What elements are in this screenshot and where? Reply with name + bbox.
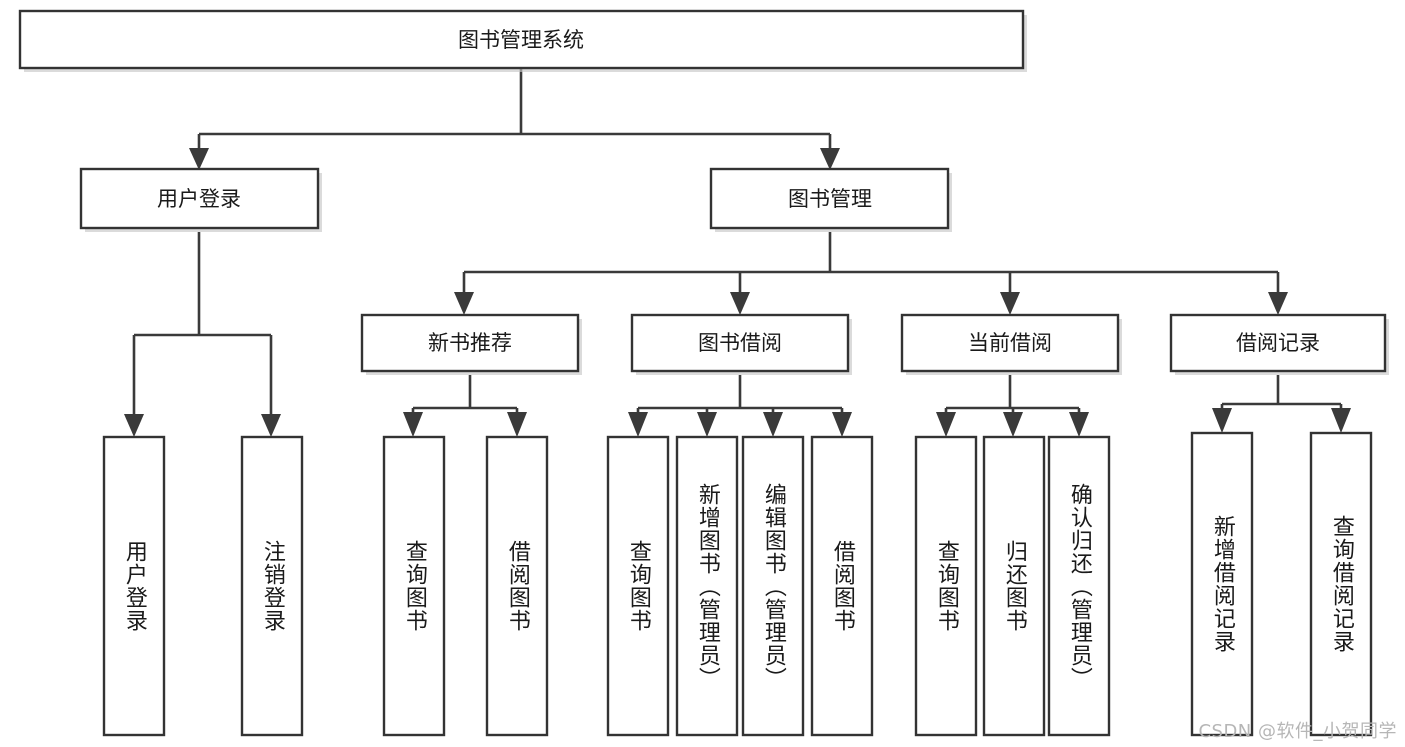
arrow-leaf-add-book	[697, 412, 717, 437]
new-book-recommend-rect	[360, 313, 580, 373]
arrow-leaf-user-logout	[261, 414, 281, 437]
leaf-add-record-rect[interactable]	[1190, 431, 1254, 737]
connectors-root-to-level2	[189, 68, 840, 170]
arrow-leaf-query-record	[1331, 408, 1351, 433]
leaf-boxes-new-book-recommend	[382, 435, 549, 737]
leaf-borrow-book-2-rect[interactable]	[810, 435, 874, 737]
leaf-user-logout-rect[interactable]	[240, 435, 304, 737]
arrow-borrow-record	[1268, 292, 1288, 315]
arrow-book-borrow	[730, 292, 750, 315]
csdn-watermark: CSDN @软件_小贺同学	[1198, 721, 1397, 742]
arrow-leaf-edit-book	[763, 412, 783, 437]
node-book-management[interactable]: 图书管理	[709, 167, 952, 232]
arrow-leaf-borrow-book-1	[507, 412, 527, 437]
user-login-rect	[79, 167, 320, 230]
leaf-return-book-rect[interactable]	[982, 435, 1046, 737]
connectors-book-borrow-to-leaves	[628, 375, 852, 437]
node-user-login[interactable]: 用户登录	[79, 167, 322, 232]
connectors-new-book-recommend-to-leaves	[403, 375, 527, 437]
node-current-borrow[interactable]: 当前借阅	[900, 313, 1122, 375]
leaf-add-book-rect[interactable]	[675, 435, 739, 737]
leaf-edit-book-rect[interactable]	[741, 435, 805, 737]
arrow-new-book-recommend	[454, 292, 474, 315]
leaf-query-book-3-rect[interactable]	[914, 435, 978, 737]
leaf-query-book-2-rect[interactable]	[606, 435, 670, 737]
node-borrow-record[interactable]: 借阅记录	[1169, 313, 1389, 375]
book-management-label: 图书管理	[788, 187, 872, 211]
book-borrow-rect	[630, 313, 850, 373]
root-label: 图书管理系统	[458, 28, 584, 52]
arrow-leaf-add-record	[1212, 408, 1232, 433]
arrow-leaf-return-book	[1003, 412, 1023, 437]
node-root[interactable]: 图书管理系统	[18, 9, 1027, 72]
leaf-confirm-return-rect[interactable]	[1047, 435, 1111, 737]
leaf-query-book-1-rect[interactable]	[382, 435, 446, 737]
current-borrow-rect	[900, 313, 1120, 373]
connectors-user-login-to-leaves	[124, 232, 281, 437]
connectors-book-management-to-level3	[454, 232, 1288, 315]
arrow-user-login	[189, 148, 209, 170]
book-management-rect	[709, 167, 950, 230]
arrow-book-management	[820, 148, 840, 170]
leaf-boxes-user-login	[102, 435, 304, 737]
node-book-borrow[interactable]: 图书借阅	[630, 313, 852, 375]
borrow-record-rect	[1169, 313, 1387, 373]
leaf-borrow-book-1-rect[interactable]	[485, 435, 549, 737]
arrow-leaf-confirm-return	[1069, 412, 1089, 437]
new-book-recommend-label: 新书推荐	[428, 331, 512, 355]
leaf-boxes-book-borrow	[606, 435, 874, 737]
user-login-label: 用户登录	[157, 187, 241, 211]
borrow-record-label: 借阅记录	[1236, 331, 1320, 355]
node-new-book-recommend[interactable]: 新书推荐	[360, 313, 582, 375]
arrow-current-borrow	[1000, 292, 1020, 315]
leaf-boxes-borrow-record	[1190, 431, 1373, 737]
arrow-leaf-borrow-book-2	[832, 412, 852, 437]
current-borrow-label: 当前借阅	[968, 331, 1052, 355]
arrow-leaf-query-book-1	[403, 412, 423, 437]
connectors-borrow-record-to-leaves	[1212, 375, 1351, 433]
book-borrow-label: 图书借阅	[698, 331, 782, 355]
connectors-current-borrow-to-leaves	[936, 375, 1089, 437]
leaf-user-login-rect[interactable]	[102, 435, 166, 737]
arrow-leaf-query-book-3	[936, 412, 956, 437]
leaf-query-record-rect[interactable]	[1309, 431, 1373, 737]
arrow-leaf-query-book-2	[628, 412, 648, 437]
leaf-boxes-current-borrow	[914, 435, 1111, 737]
root-rect	[18, 9, 1025, 70]
arrow-leaf-user-login	[124, 414, 144, 437]
